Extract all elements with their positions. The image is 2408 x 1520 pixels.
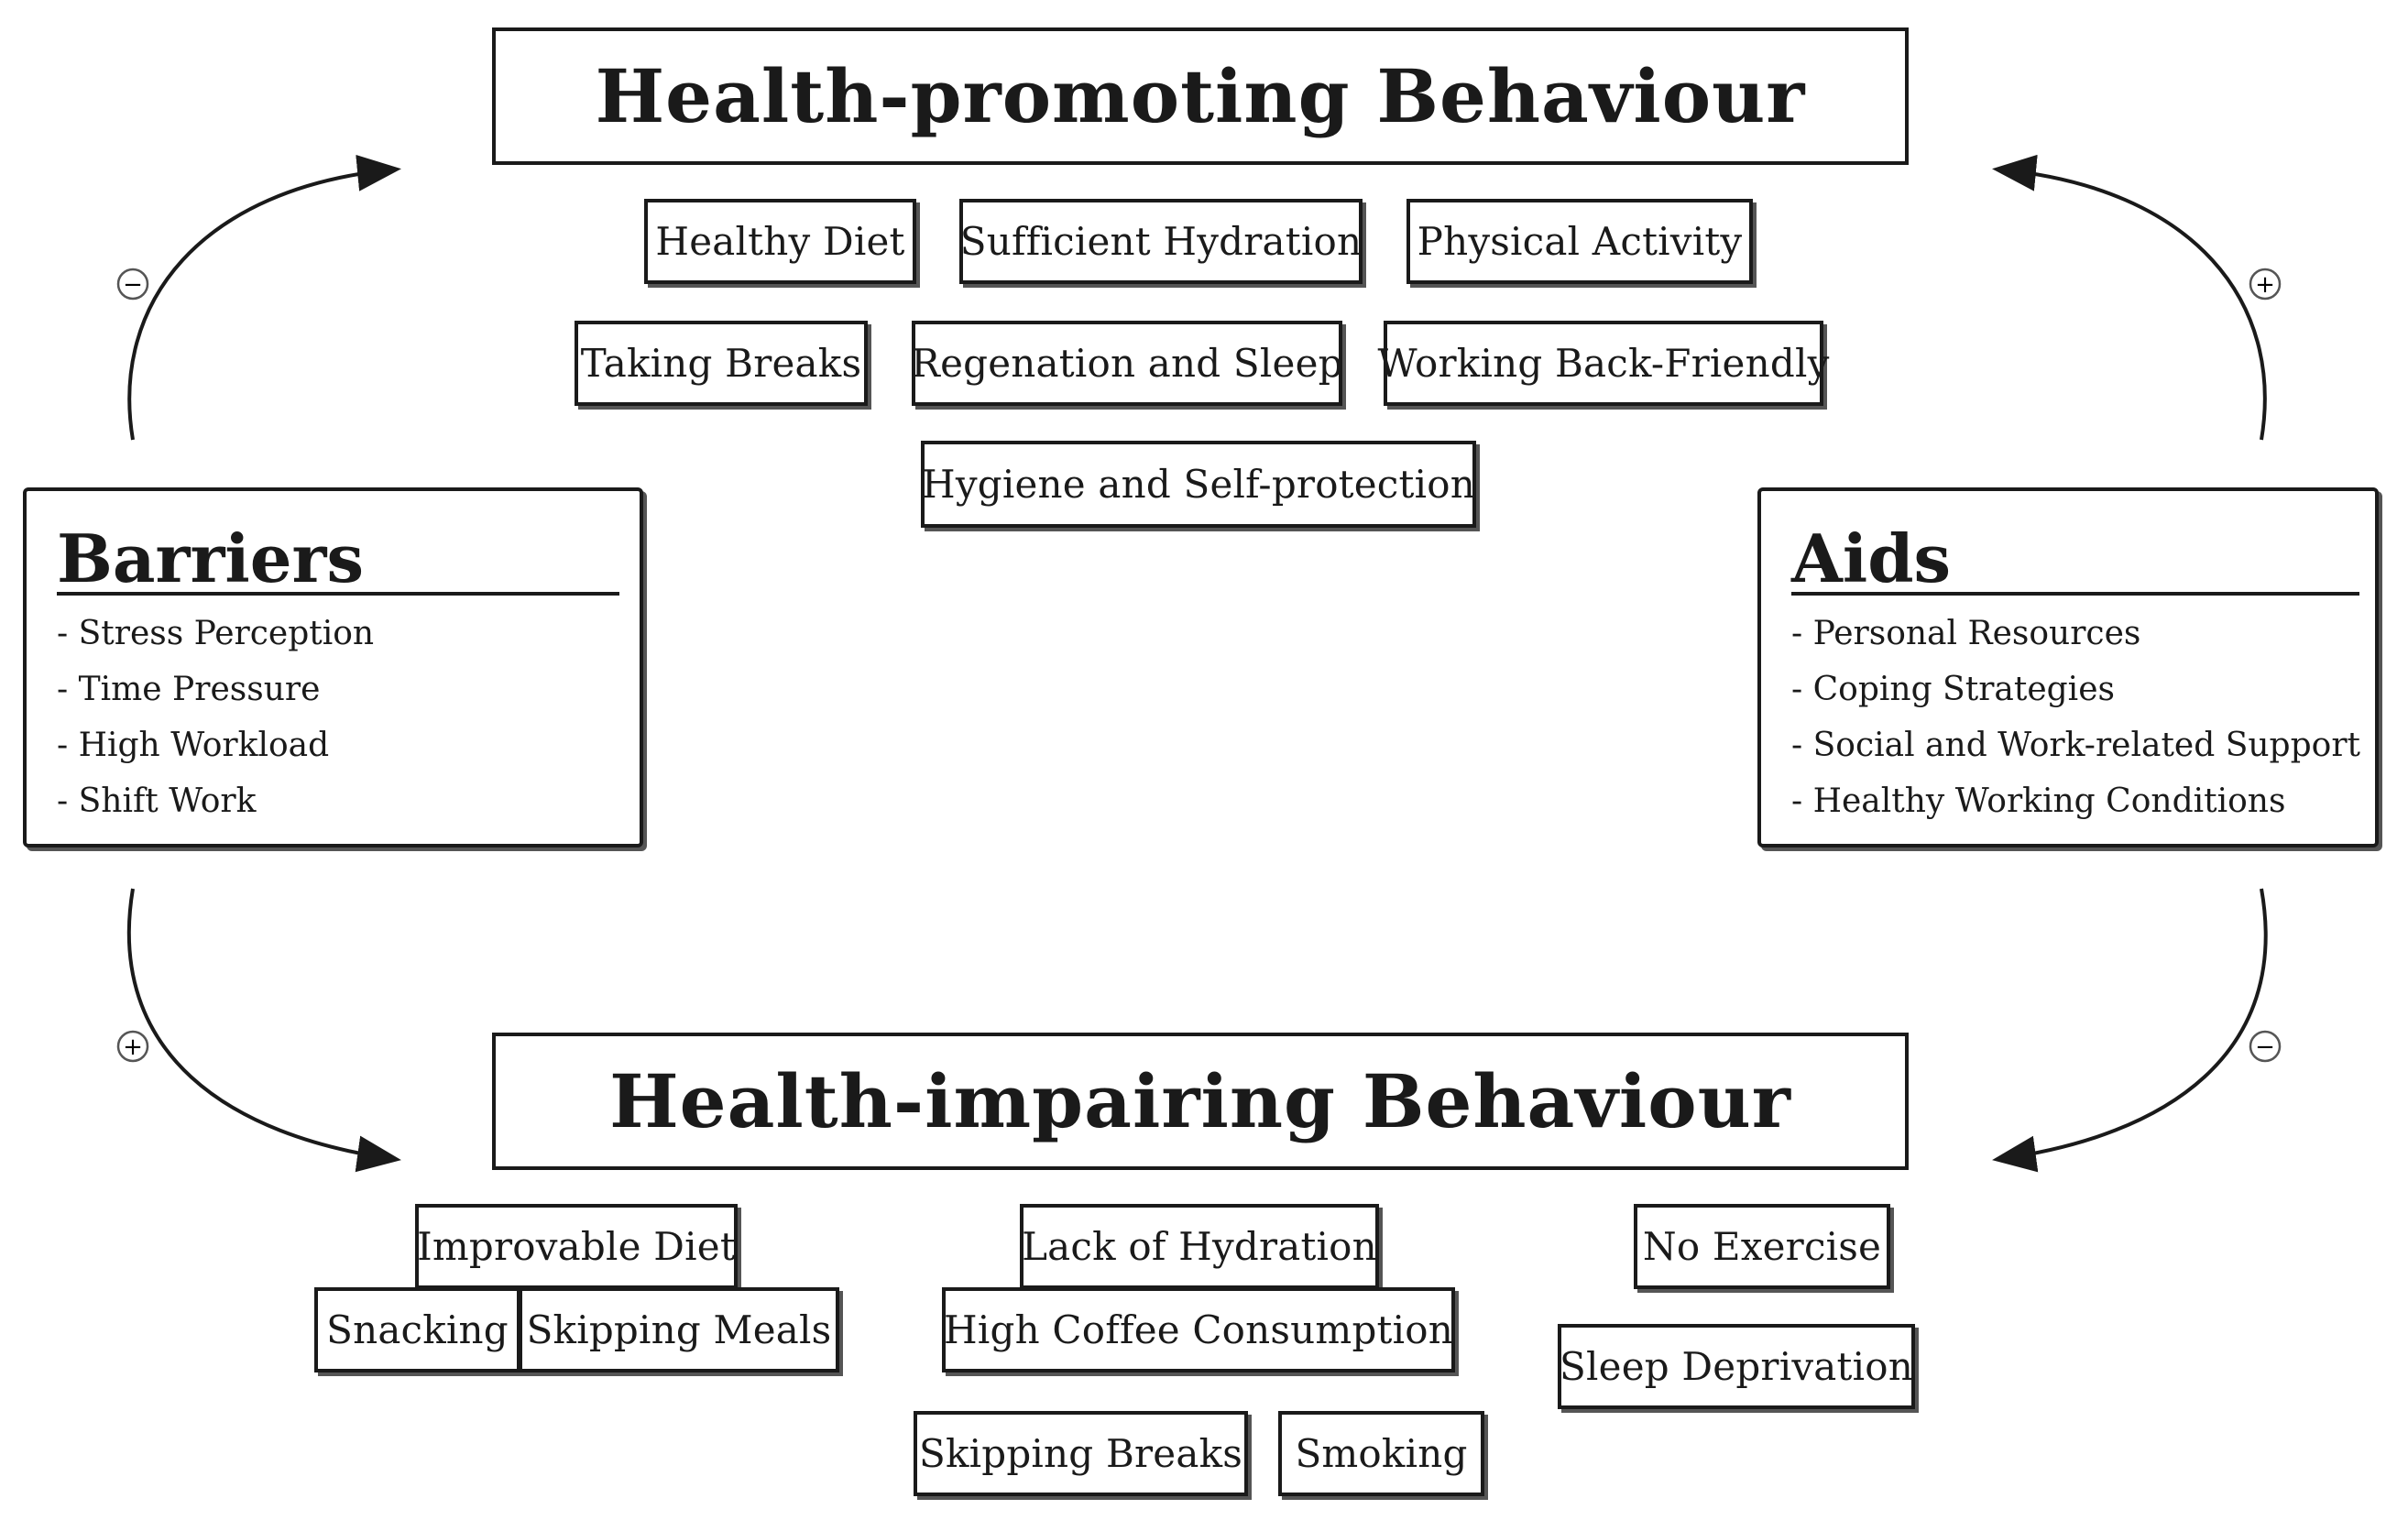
impairing-title-box: Health-impairing Behaviour xyxy=(492,1033,1909,1170)
barriers-heading-rule xyxy=(57,592,619,596)
svg-text:−: − xyxy=(2255,1033,2275,1061)
impairing-item-snacking: Snacking xyxy=(314,1287,520,1372)
aids-item: - Social and Work-related Support xyxy=(1791,727,2360,764)
impairing-item-lack-of-hydration: Lack of Hydration xyxy=(1020,1204,1379,1289)
impairing-title: Health-impairing Behaviour xyxy=(609,1058,1791,1144)
arrow-barriers-to-promoting xyxy=(127,154,401,441)
arrow-barriers-to-impairing xyxy=(126,888,401,1173)
svg-text:−: − xyxy=(123,271,143,299)
barriers-item: - High Workload xyxy=(57,727,330,764)
aids-item: - Coping Strategies xyxy=(1791,671,2115,708)
promoting-item-working-back-friendly: Working Back-Friendly xyxy=(1378,321,1829,406)
aids-list: - Personal Resources - Coping Strategies… xyxy=(1791,606,2360,829)
barriers-item: - Stress Perception xyxy=(57,615,375,652)
barriers-item: - Shift Work xyxy=(57,782,257,820)
aids-heading: Aids xyxy=(1791,519,1952,597)
promoting-item-healthy-diet: Healthy Diet xyxy=(644,199,916,284)
impairing-item-high-coffee: High Coffee Consumption xyxy=(942,1287,1455,1372)
arrow-aids-to-promoting xyxy=(1992,154,2267,441)
svg-text:+: + xyxy=(123,1033,143,1061)
promoting-title-box: Health-promoting Behaviour xyxy=(492,27,1909,165)
barriers-item: - Time Pressure xyxy=(57,671,321,708)
barriers-panel: Barriers - Stress Perception - Time Pres… xyxy=(23,487,643,847)
impairing-item-improvable-diet: Improvable Diet xyxy=(415,1204,738,1289)
sign-aids-to-impairing: − xyxy=(2249,1030,2282,1063)
promoting-item-taking-breaks: Taking Breaks xyxy=(575,321,868,406)
arrow-aids-to-impairing xyxy=(1992,888,2268,1173)
impairing-item-no-exercise: No Exercise xyxy=(1634,1204,1890,1289)
promoting-item-physical-activity: Physical Activity xyxy=(1406,199,1753,284)
sign-barriers-to-impairing: + xyxy=(116,1030,149,1063)
impairing-item-smoking: Smoking xyxy=(1278,1411,1484,1496)
promoting-item-sufficient-hydration: Sufficient Hydration xyxy=(959,199,1363,284)
sign-barriers-to-promoting: − xyxy=(116,268,149,301)
aids-item: - Personal Resources xyxy=(1791,615,2141,652)
aids-panel: Aids - Personal Resources - Coping Strat… xyxy=(1757,487,2379,847)
barriers-heading: Barriers xyxy=(57,519,365,597)
barriers-list: - Stress Perception - Time Pressure - Hi… xyxy=(57,606,374,829)
sign-aids-to-promoting: + xyxy=(2249,268,2282,301)
impairing-item-sleep-deprivation: Sleep Deprivation xyxy=(1558,1324,1915,1409)
impairing-item-skipping-breaks: Skipping Breaks xyxy=(914,1411,1248,1496)
impairing-item-skipping-meals: Skipping Meals xyxy=(519,1287,839,1372)
aids-heading-rule xyxy=(1791,592,2359,596)
promoting-item-regeneration-sleep: Regenation and Sleep xyxy=(911,321,1343,406)
promoting-item-hygiene-self-protection: Hygiene and Self-protection xyxy=(921,441,1476,528)
aids-item: - Healthy Working Conditions xyxy=(1791,782,2286,820)
svg-text:+: + xyxy=(2255,271,2275,299)
promoting-title: Health-promoting Behaviour xyxy=(595,53,1806,139)
